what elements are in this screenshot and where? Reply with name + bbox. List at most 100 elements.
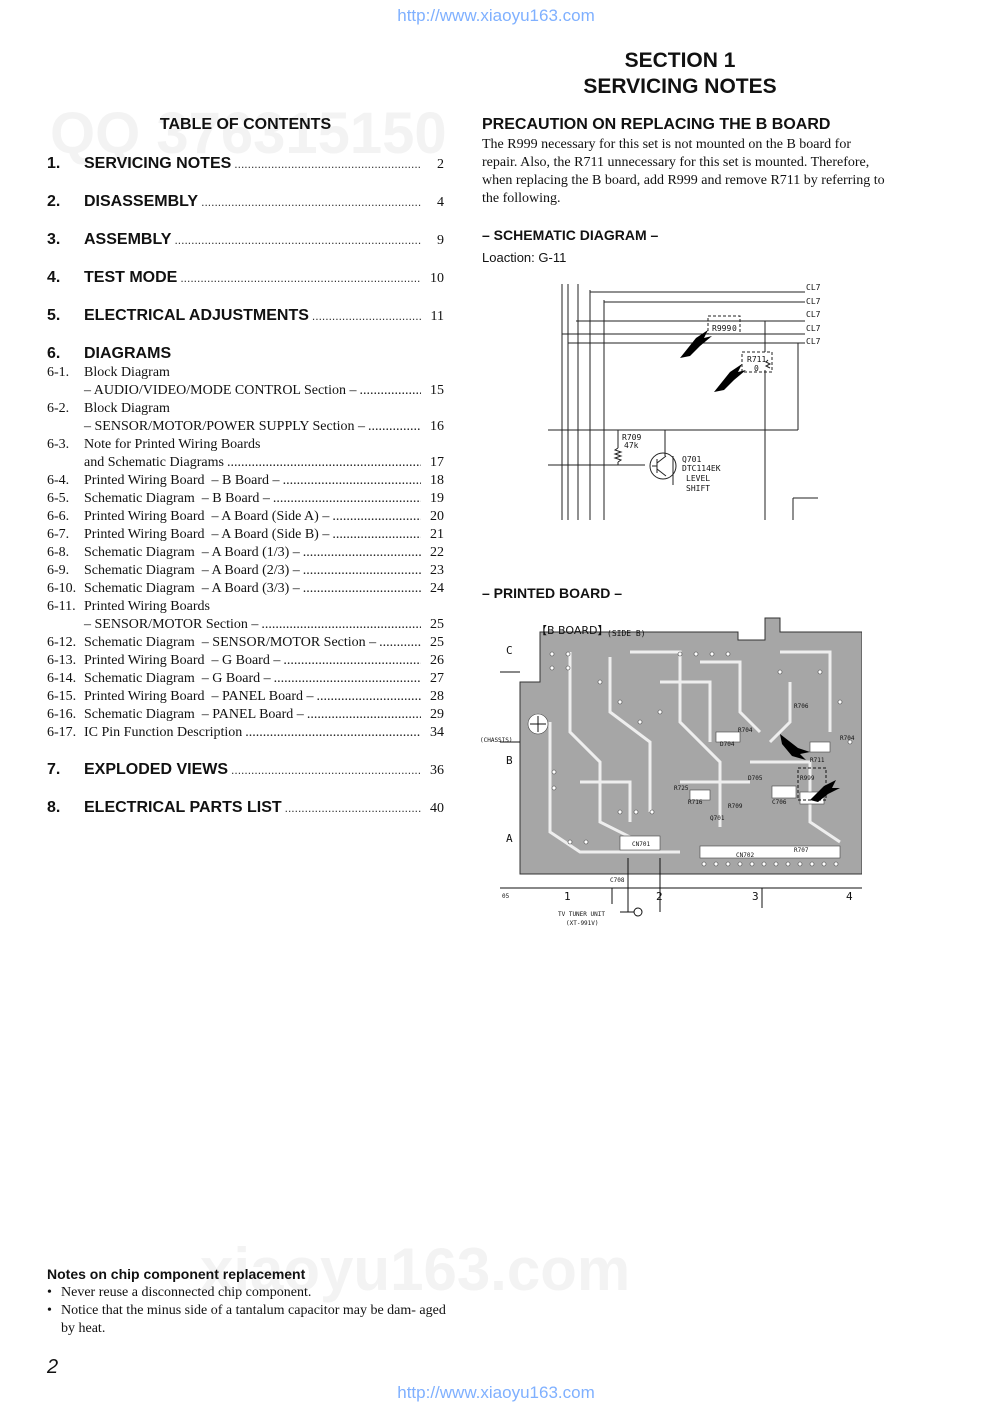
toc-subentry[interactable]: – SENSOR/MOTOR Section – ...............… (47, 617, 444, 635)
toc-leader: ........................................… (332, 527, 421, 542)
toc-page: 10 (430, 271, 444, 286)
part-label: C706 (772, 799, 787, 806)
toc-number: 6-13. (47, 653, 77, 668)
section-title: SECTION 1 SERVICING NOTES (560, 48, 800, 100)
printed-board-title: – PRINTED BOARD – (482, 585, 623, 601)
toc-number: 6-15. (47, 689, 77, 704)
r711-value: 0 (754, 364, 759, 373)
toc-entry[interactable]: 4. TEST MODE ...........................… (47, 269, 444, 289)
watermark-domain: xiaoyu163.com (200, 1236, 631, 1303)
toc-leader: ........................................… (316, 689, 421, 704)
toc-page: 26 (430, 653, 444, 668)
toc-number: 5. (47, 307, 61, 324)
toc-number: 6-8. (47, 545, 70, 560)
toc-number: 6-14. (47, 671, 77, 686)
toc-subentry[interactable]: 6-9.Schematic Diagram – A Board (2/3) – … (47, 563, 444, 581)
toc-entry[interactable]: 8. ELECTRICAL PARTS LIST ...............… (47, 799, 444, 819)
toc-subentry[interactable]: 6-6.Printed Wiring Board – A Board (Side… (47, 509, 444, 527)
toc-number: 6-5. (47, 491, 70, 506)
row-label: B (506, 754, 513, 767)
toc-page: 21 (430, 527, 444, 542)
toc-label: EXPLODED VIEWS (84, 761, 229, 778)
toc-entry[interactable]: 5. ELECTRICAL ADJUSTMENTS ..............… (47, 307, 444, 327)
toc-page: 20 (430, 509, 444, 524)
toc-subentry[interactable]: 6-13.Printed Wiring Board – G Board – ..… (47, 653, 444, 671)
toc-subentry[interactable]: 6-16.Schematic Diagram – PANEL Board – .… (47, 707, 444, 725)
toc-subentry[interactable]: 6-8.Schematic Diagram – A Board (1/3) – … (47, 545, 444, 563)
toc-page: 4 (437, 195, 444, 210)
schematic-title: – SCHEMATIC DIAGRAM – (482, 227, 659, 243)
toc-subentry[interactable]: and Schematic Diagrams .................… (47, 455, 444, 473)
col-label: 1 (564, 890, 571, 903)
toc-entry[interactable]: 1. SERVICING NOTES .....................… (47, 155, 444, 175)
part-label: R706 (794, 703, 809, 710)
pointing-hand-icon (780, 734, 840, 802)
notes-title: Notes on chip component replacement (47, 1266, 306, 1282)
toc-label: Schematic Diagram – SENSOR/MOTOR Section… (84, 635, 377, 650)
toc-entry[interactable]: 3. ASSEMBLY ............................… (47, 231, 444, 251)
toc-leader: ........................................… (302, 545, 421, 560)
toc-subentry: 6-11.Printed Wiring Boards (47, 599, 444, 617)
page-number: 2 (47, 1356, 59, 1378)
note-text: Notice that the minus side of a tantalum… (61, 1303, 446, 1336)
toc-page: 34 (430, 725, 444, 740)
toc-page: 22 (430, 545, 444, 560)
toc-label: Block Diagram (84, 401, 170, 416)
header-url[interactable]: http://www.xiaoyu163.com (397, 6, 595, 25)
toc-subentry[interactable]: – AUDIO/VIDEO/MODE CONTROL Section – ...… (47, 383, 444, 401)
toc-subentry[interactable]: 6-10.Schematic Diagram – A Board (3/3) –… (47, 581, 444, 599)
row-label: C (506, 644, 513, 657)
toc-number: 2. (47, 193, 61, 210)
toc-leader: ........................................… (245, 725, 421, 740)
toc-number: 7. (47, 761, 61, 778)
tuner-model: (XT-991V) (566, 920, 599, 927)
toc-subentry[interactable]: 6-15.Printed Wiring Board – PANEL Board … (47, 689, 444, 707)
toc-subentry[interactable]: 6-12.Schematic Diagram – SENSOR/MOTOR Se… (47, 635, 444, 653)
r999-value: 0 (732, 324, 737, 333)
list-item: •Never reuse a disconnected chip compone… (47, 1284, 447, 1302)
toc-subentry[interactable]: 6-17.IC Pin Function Description .......… (47, 725, 444, 743)
schematic-line-label: CL7 (806, 324, 821, 333)
toc-leader: ........................................… (272, 491, 421, 506)
toc-subentry: 6-1.Block Diagram (47, 365, 444, 383)
toc-label: Schematic Diagram – A Board (1/3) – (84, 545, 300, 560)
toc-entry[interactable]: 2. DISASSEMBLY .........................… (47, 193, 444, 213)
footer-url[interactable]: http://www.xiaoyu163.com (397, 1383, 595, 1402)
toc-subentry[interactable]: 6-14.Schematic Diagram – G Board – .....… (47, 671, 444, 689)
q701-part: DTC114EK (682, 464, 721, 473)
toc-label: Printed Wiring Board – A Board (Side B) … (84, 527, 330, 542)
section-number: SECTION 1 (624, 49, 736, 72)
toc-entry[interactable]: 7. EXPLODED VIEWS ......................… (47, 761, 444, 781)
toc-page: 25 (430, 635, 444, 650)
toc-leader: ........................................… (174, 233, 421, 247)
toc-subentry: 6-3.Note for Printed Wiring Boards (47, 437, 444, 455)
toc-label: – AUDIO/VIDEO/MODE CONTROL Section – (84, 383, 357, 398)
toc-number: 6-4. (47, 473, 70, 488)
part-label: R704 (840, 735, 855, 742)
toc-label: – SENSOR/MOTOR Section – (84, 617, 259, 632)
schematic-line-label: CL7 (806, 283, 821, 292)
watermark-qq: QQ 376315150 (50, 101, 447, 166)
schematic-diagram: CL7 CL7 CL7 CL7 CL7 R999 0 R711 0 R709 4… (548, 283, 821, 520)
toc-subentry[interactable]: 6-4.Printed Wiring Board – B Board – ...… (47, 473, 444, 491)
toc-number: 6-3. (47, 437, 70, 452)
toc-page: 28 (430, 689, 444, 704)
chassis-label: (CHASSIS) (480, 737, 513, 744)
toc-subentry[interactable]: 6-5.Schematic Diagram – B Board – ......… (47, 491, 444, 509)
toc-subentry[interactable]: 6-7.Printed Wiring Board – A Board (Side… (47, 527, 444, 545)
toc-label: ELECTRICAL PARTS LIST (84, 799, 282, 816)
r709-label: R709 (622, 433, 641, 442)
q701-note: SHIFT (686, 484, 710, 493)
toc-number: 3. (47, 231, 61, 248)
toc-entry[interactable]: 6. DIAGRAMS (47, 345, 444, 365)
part-label: CN702 (736, 852, 754, 859)
row-label: A (506, 832, 513, 845)
toc-subentry[interactable]: – SENSOR/MOTOR/POWER SUPPLY Section – ..… (47, 419, 444, 437)
toc-label: and Schematic Diagrams (84, 455, 224, 470)
toc-label: TEST MODE (84, 269, 178, 286)
toc-label: Schematic Diagram – PANEL Board – (84, 707, 304, 722)
part-label: D705 (748, 775, 763, 782)
toc-number: 6-9. (47, 563, 70, 578)
toc-page: 15 (430, 383, 444, 398)
part-label: CN701 (632, 841, 650, 848)
